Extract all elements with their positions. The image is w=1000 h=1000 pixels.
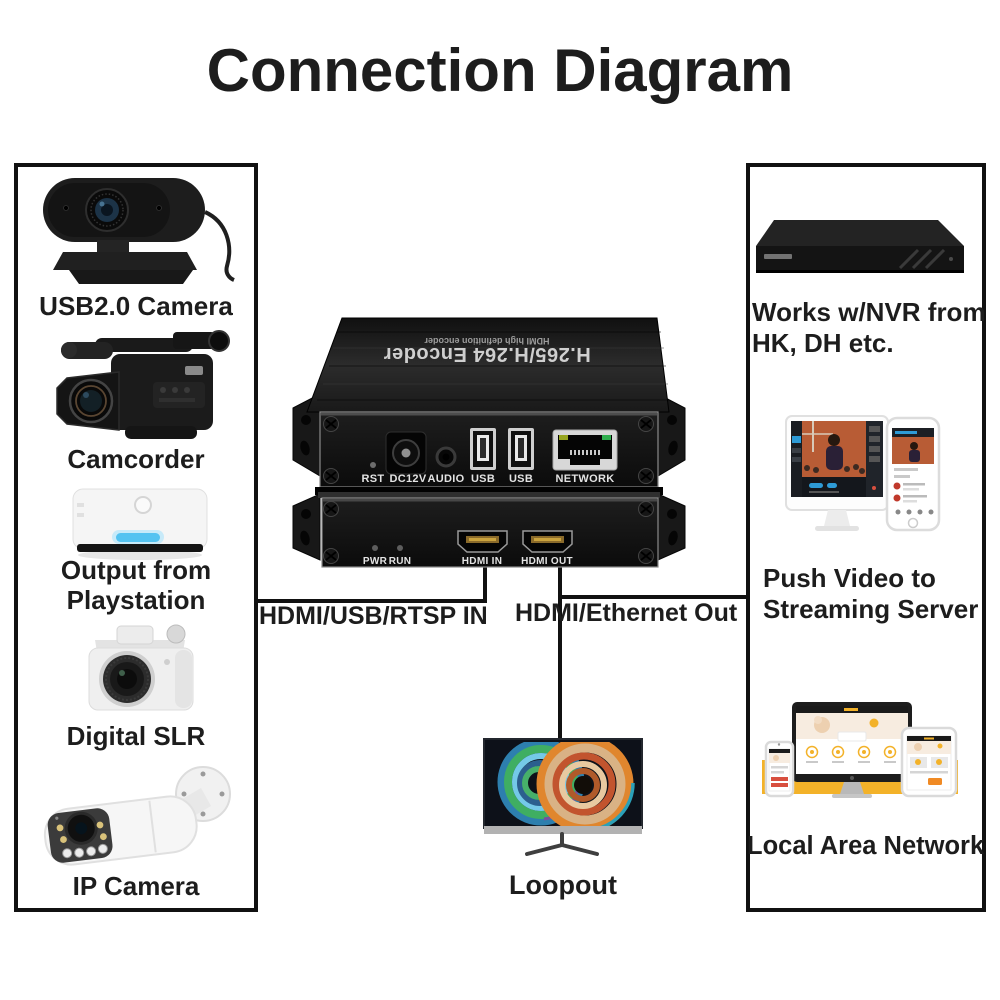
connector-output-vertical [558, 566, 562, 738]
port-label-audio: AUDIO [428, 473, 465, 485]
mounting-ear-bottom-right [657, 493, 686, 561]
lan-tablet [900, 726, 958, 798]
camcorder-image [56, 330, 230, 439]
connector-output-horizontal [558, 595, 750, 599]
label-output: HDMI/Ethernet Out [515, 599, 738, 627]
mounting-ear-bottom-left [292, 493, 321, 561]
dc-jack [385, 431, 427, 475]
monitor-stand [525, 832, 599, 856]
ipcam-ir-led [56, 824, 64, 832]
console-logo [134, 496, 152, 514]
label-lan: Local Area Network [747, 832, 985, 860]
label-usb-camera: USB2.0 Camera [39, 291, 233, 321]
screws-bottom-box [323, 501, 654, 564]
connector-input-horizontal [256, 599, 487, 603]
abstract-swirl [497, 742, 635, 826]
bottom-port-labels: PWR RUN HDMI IN HDMI OUT [363, 556, 573, 567]
presenter [828, 434, 840, 446]
camcorder-viewfinder [173, 332, 215, 349]
usb-port-2 [508, 428, 534, 470]
loopout-monitor-image [483, 738, 643, 856]
webcam-clip [53, 252, 197, 270]
ipcam-body [43, 795, 198, 866]
hdmi-in-port [457, 530, 508, 553]
label-input: HDMI/USB/RTSP IN [259, 602, 488, 630]
tablet-cta-button [928, 778, 942, 785]
pwr-led-hole [372, 545, 378, 551]
ip-camera-image [43, 766, 231, 866]
port-label-hdmi-out: HDMI OUT [521, 556, 573, 567]
webcam-mic-right [156, 205, 162, 211]
usb-port-1 [470, 428, 496, 470]
streaming-image [785, 415, 941, 532]
label-nvr-line2: HK, DH etc. [752, 328, 894, 358]
lan-image [762, 702, 958, 798]
camcorder-handle [95, 338, 193, 352]
monitor-chin [484, 826, 642, 834]
network-led-left [559, 435, 568, 440]
lan-monitor [792, 702, 912, 798]
port-label-network: NETWORK [556, 473, 615, 485]
playstation-image [72, 488, 208, 560]
label-camcorder: Camcorder [67, 444, 205, 474]
slr-dial [166, 624, 186, 644]
usb-webcam-image [43, 178, 235, 284]
network-port [552, 429, 618, 471]
imac-stand [824, 510, 850, 526]
digital-slr-image [88, 624, 194, 711]
encoder-top-title: H.265/H.264 Encoder [383, 343, 590, 365]
ipcam-white-led [62, 848, 73, 859]
console-led [116, 533, 160, 542]
page-title: Connection Diagram [206, 37, 794, 104]
audio-jack [435, 446, 457, 468]
nvr-grooves [898, 248, 946, 270]
encoder-top-face [306, 317, 670, 413]
label-output-from: Output from [60, 555, 212, 585]
webcam-mic-left [63, 205, 69, 211]
streaming-monitor [785, 415, 889, 531]
nvr-brand-mark [764, 254, 792, 259]
label-ip-camera: IP Camera [72, 871, 200, 901]
encoder-device: HDMI high definition encoder H.265/H.264… [292, 317, 686, 568]
label-nvr-line1: Works w/NVR from [752, 297, 986, 327]
run-led-hole [397, 545, 403, 551]
nvr-ir-window [949, 257, 953, 261]
label-push-video: Push Video to [763, 563, 936, 593]
label-loopout: Loopout [509, 870, 617, 900]
label-digital-slr: Digital SLR [66, 721, 206, 751]
webcam-cable [204, 210, 235, 282]
port-label-usb1: USB [471, 473, 495, 485]
slr-viewfinder [116, 625, 154, 645]
label-playstation: Playstation [66, 585, 206, 615]
reset-hole [370, 462, 376, 468]
network-led-right [602, 435, 611, 440]
encoder-top-subtitle: HDMI high definition encoder [424, 336, 549, 346]
lan-monitor-stand [840, 782, 864, 794]
webcam-hinge [97, 240, 129, 254]
phone-home-button [907, 517, 919, 529]
nvr-image [756, 220, 964, 273]
label-streaming-server: Streaming Server [763, 594, 979, 624]
lan-phone [764, 740, 795, 798]
mounting-ear-top-left [292, 393, 321, 477]
streaming-phone [885, 416, 941, 532]
port-label-usb2: USB [509, 473, 533, 485]
top-port-labels: RST DC12V AUDIO USB USB NETWORK [362, 473, 615, 485]
screws-top-box [323, 416, 654, 484]
port-label-pwr: PWR [363, 556, 388, 567]
mounting-ear-top-right [657, 393, 686, 477]
nvr-top [756, 220, 964, 246]
brushed-texture [317, 331, 669, 401]
port-label-dc12v: DC12V [390, 473, 427, 485]
webpage-icons [805, 745, 897, 763]
port-label-hdmi-in: HDMI IN [462, 556, 502, 567]
port-label-run: RUN [389, 556, 412, 567]
port-label-rst: RST [362, 473, 385, 485]
hdmi-out-port [522, 530, 573, 553]
connector-input-vertical [483, 563, 487, 603]
